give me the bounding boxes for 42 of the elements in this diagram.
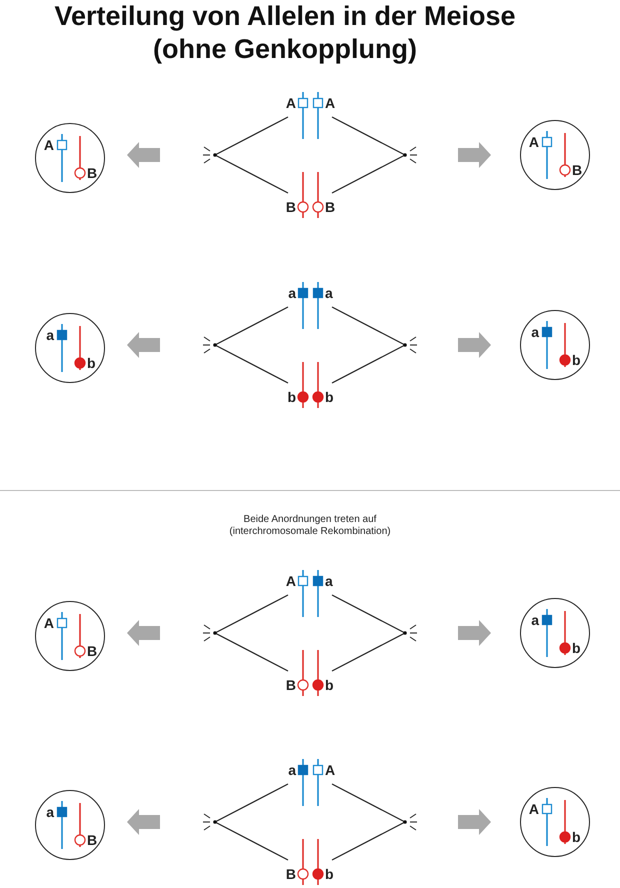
allele-label: A	[528, 802, 539, 816]
allele-label: b	[325, 678, 334, 692]
allele-label: B	[286, 867, 296, 881]
allele-label: b	[325, 867, 334, 881]
allele-label: b	[325, 390, 334, 404]
allele-label: a	[531, 325, 539, 339]
cell-circle	[35, 313, 105, 383]
allele-label: B	[87, 166, 98, 180]
allele-label: a	[325, 574, 333, 588]
allele-label: a	[46, 328, 54, 342]
allele-label: b	[287, 390, 296, 404]
note-text: Beide Anordnungen treten auf (interchromosomale Rekombination)	[228, 514, 392, 538]
cell-circle	[520, 120, 590, 190]
cell-circle	[35, 790, 105, 860]
allele-label: B	[572, 163, 582, 177]
allele-label: a	[325, 286, 333, 300]
allele-label: B	[87, 644, 98, 658]
allele-label: b	[87, 356, 96, 370]
allele-label: A	[528, 135, 539, 149]
allele-label: B	[325, 200, 336, 214]
title: Verteilung von Allelen in der Meiose (ohne Genkopplung)	[53, 0, 517, 66]
cell-circle	[520, 598, 590, 668]
allele-label: b	[572, 353, 581, 367]
allele-label: A	[286, 574, 296, 588]
allele-label: A	[325, 96, 336, 110]
cell-circle	[35, 601, 105, 671]
cell-circle	[520, 787, 590, 857]
allele-label: A	[325, 763, 336, 777]
allele-label: B	[286, 678, 296, 692]
allele-label: A	[44, 138, 54, 152]
allele-label: B	[87, 833, 98, 847]
allele-label: A	[44, 616, 54, 630]
allele-label: b	[572, 830, 581, 844]
allele-label: a	[46, 805, 54, 819]
allele-label: a	[288, 763, 296, 777]
allele-label: a	[531, 613, 539, 627]
allele-label: B	[286, 200, 296, 214]
allele-label: b	[572, 641, 581, 655]
cell-circle	[35, 123, 105, 193]
cell-circle	[520, 310, 590, 380]
allele-label: a	[288, 286, 296, 300]
allele-label: A	[286, 96, 296, 110]
